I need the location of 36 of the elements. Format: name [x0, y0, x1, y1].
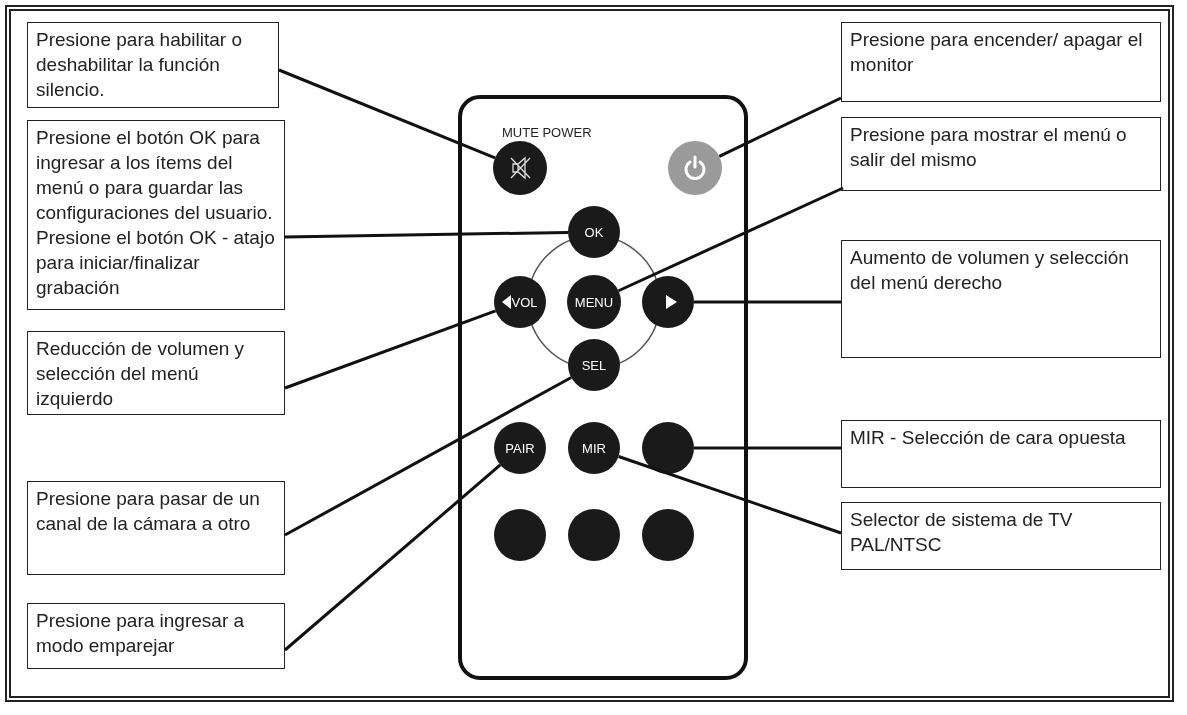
- remote-button: SEL: [568, 339, 620, 391]
- leader-line: [284, 309, 497, 390]
- callout-box: Presione para mostrar el menú o salir del mismo: [841, 117, 1161, 191]
- remote-button: [494, 276, 546, 328]
- leader-line: [284, 463, 502, 652]
- remote-button: [642, 422, 694, 474]
- leader-line: [694, 446, 841, 450]
- remote-button: PAIR: [494, 422, 546, 474]
- leader-line: [718, 96, 842, 158]
- callout-box: Aumento de volumen y selección del menú derecho: [841, 240, 1161, 358]
- leader-line: [284, 376, 572, 537]
- callout-box: Presione para pasar de un canal de la cámara a otro: [27, 481, 285, 575]
- remote-button: MENU: [567, 275, 621, 329]
- button-label: VOL: [511, 294, 538, 310]
- remote-button: [642, 509, 694, 561]
- callout-box: Selector de sistema de TV PAL/NTSC: [841, 502, 1161, 570]
- callout-box: Presione para encender/ apagar el monitor: [841, 22, 1161, 102]
- remote-button: [494, 509, 546, 561]
- leader-line: [618, 455, 842, 535]
- remote-button: [642, 276, 694, 328]
- callout-box: Presione para habilitar o deshabilitar la función silencio.: [27, 22, 279, 108]
- callout-box: Presione para ingresar a modo emparejar: [27, 603, 285, 669]
- callout-box: MIR - Selección de cara opuesta: [841, 420, 1161, 488]
- remote-control-body: [458, 95, 748, 680]
- leader-line: [617, 186, 844, 293]
- remote-button: [668, 141, 722, 195]
- callout-box: Presione el botón OK para ingresar a los ítems del menú o para guardar las configuraciones del usuario. Presione el botón OK - atajo para iniciar/finalizar grabación: [27, 120, 285, 310]
- button-caption: MUTE POWER: [502, 125, 592, 140]
- callout-box: Reducción de volumen y selección del menú izquierdo: [27, 331, 285, 415]
- remote-button: [493, 141, 547, 195]
- leader-line: [284, 230, 569, 239]
- leader-line: [694, 300, 841, 304]
- leader-line: [278, 68, 496, 160]
- remote-button: MIR: [568, 422, 620, 474]
- remote-button: OK: [568, 206, 620, 258]
- remote-button: [568, 509, 620, 561]
